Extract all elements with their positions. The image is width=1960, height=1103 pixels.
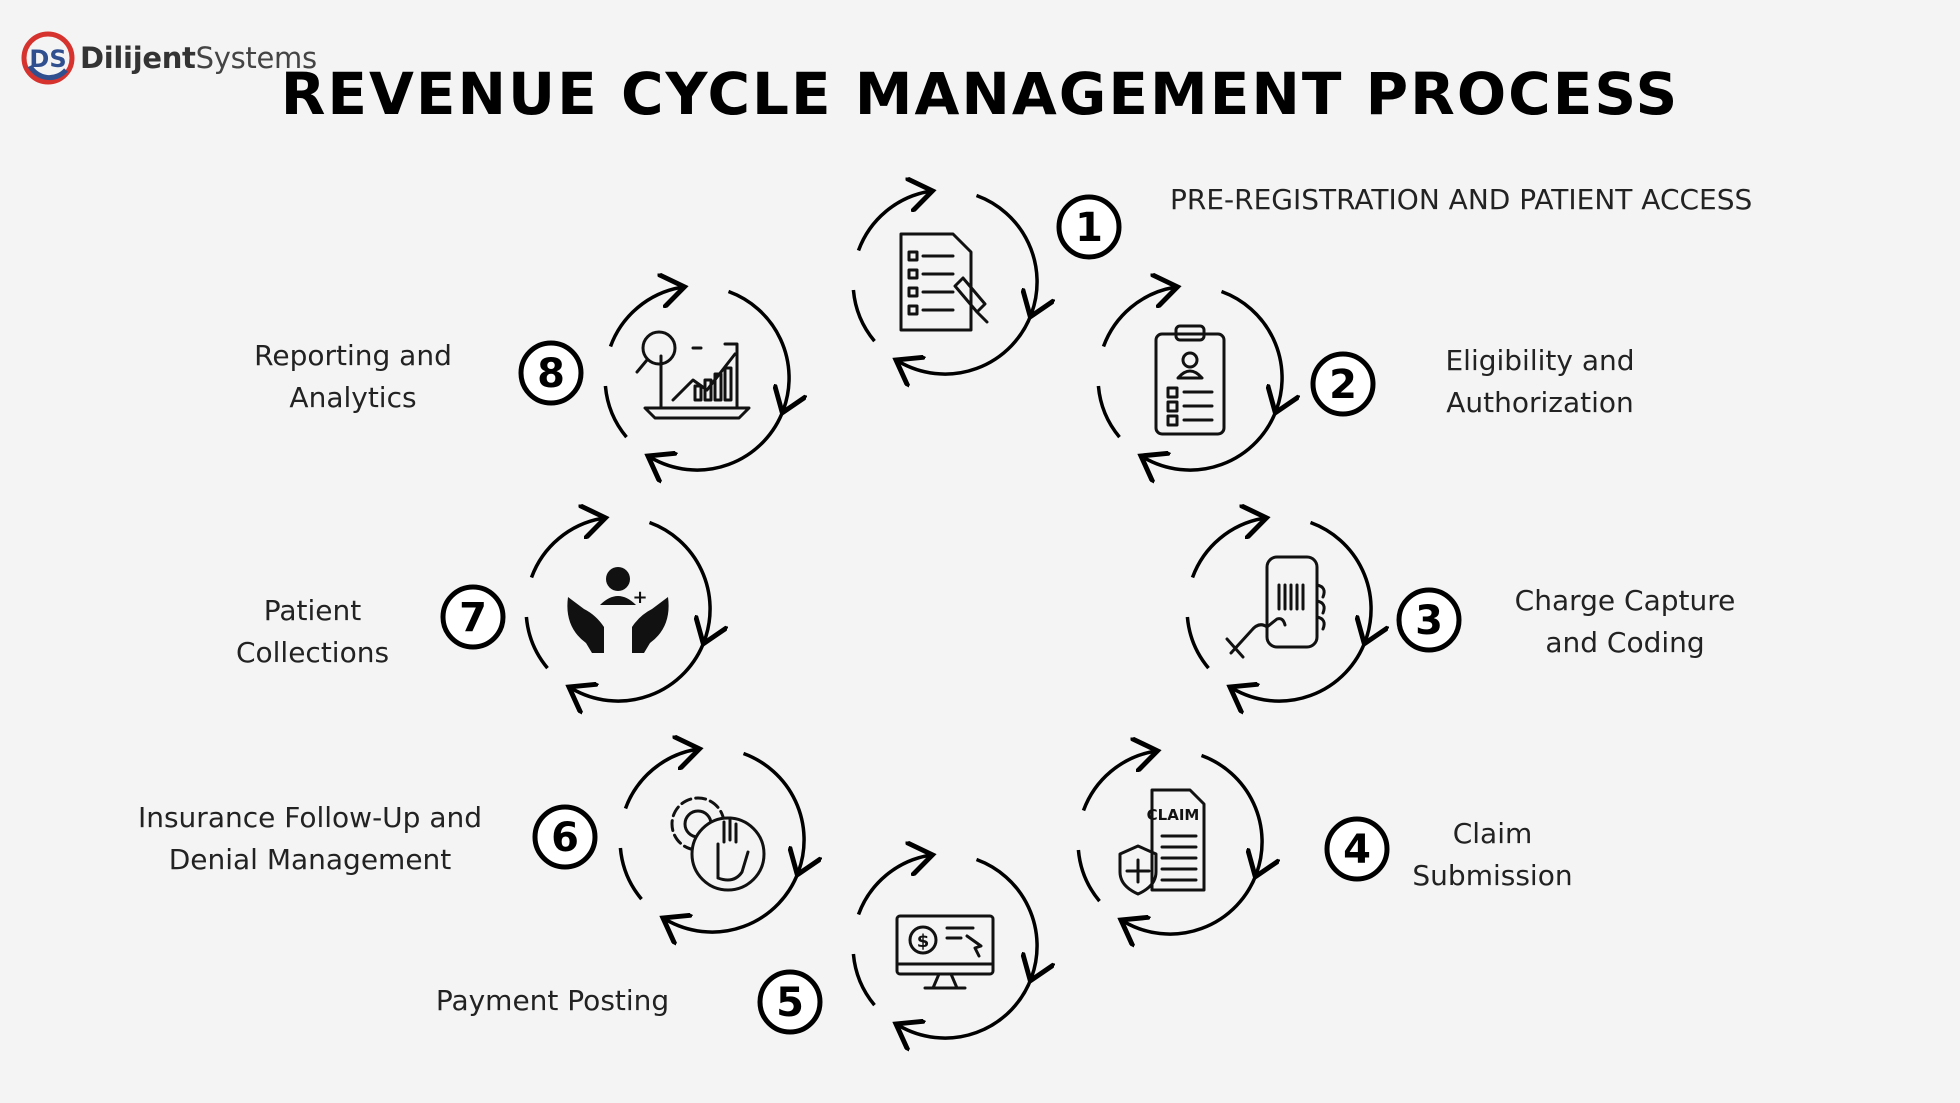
step-label-4: Claim Submission — [1412, 817, 1573, 892]
arrow-arc-5-3 — [899, 976, 1034, 1039]
step-number: 6 — [551, 815, 579, 861]
step-label-8: Reporting and Analytics — [254, 339, 452, 414]
arrow-arc-6-4 — [618, 847, 643, 901]
arrow-arc-8-2 — [727, 289, 790, 410]
brand-name-bold: Dilijent — [80, 41, 196, 75]
step-label-7: Patient Collections — [235, 594, 390, 669]
arrow-arc-8-3 — [651, 408, 786, 471]
arrow-arc-8-1 — [608, 287, 682, 348]
step-number: 3 — [1415, 598, 1443, 644]
hand-phone-barcode-icon — [1225, 555, 1326, 659]
arrow-arc-7-4 — [524, 616, 549, 670]
arrow-arc-2-3 — [1144, 408, 1279, 471]
arrow-arc-7-3 — [572, 639, 707, 702]
step-label-2: Eligibility and Authorization — [1445, 344, 1635, 419]
claim-icon-text: CLAIM — [1147, 806, 1200, 824]
arrow-arc-2-4 — [1096, 385, 1121, 439]
svg-text:+: + — [632, 587, 647, 608]
arrow-arc-6-2 — [742, 751, 805, 872]
arrow-arc-4-1 — [1081, 751, 1155, 812]
monitor-payment-icon: $ — [895, 914, 995, 990]
step-number-badge-5: 5 — [757, 969, 823, 1035]
cycle-ring-step-6 — [618, 749, 805, 933]
step-label-5: Payment Posting — [435, 984, 670, 1017]
step-number-badge-8: 8 — [518, 340, 584, 406]
cycle-ring-step-8 — [603, 287, 790, 471]
step-number: 1 — [1075, 205, 1103, 251]
step-number-badge-7: 7 — [440, 584, 506, 650]
arrow-arc-5-1 — [856, 855, 930, 916]
arrow-arc-7-2 — [648, 520, 711, 641]
page-title: REVENUE CYCLE MANAGEMENT PROCESS — [280, 60, 1680, 128]
cycle-ring-step-1 — [851, 191, 1038, 375]
cycle-ring-step-4 — [1076, 751, 1263, 935]
document-checklist-pen-icon — [899, 232, 989, 332]
arrow-arc-3-2 — [1309, 520, 1372, 641]
step-label-6: Insurance Follow-Up and Denial Managemen… — [137, 801, 483, 876]
arrow-arc-5-4 — [851, 953, 876, 1007]
arrow-arc-2-1 — [1101, 287, 1175, 348]
arrow-arc-1-2 — [975, 193, 1038, 314]
arrow-arc-4-2 — [1200, 753, 1263, 874]
hands-person-plus-icon: + — [567, 567, 669, 653]
step-number-badge-6: 6 — [532, 804, 598, 870]
arrow-arc-7-1 — [529, 518, 603, 579]
arrow-arc-4-4 — [1076, 849, 1101, 903]
step-number-badge-2: 2 — [1310, 351, 1376, 417]
arrow-arc-3-1 — [1190, 518, 1264, 579]
arrow-arc-4-3 — [1124, 872, 1259, 935]
svg-text:$: $ — [917, 931, 930, 952]
cycle-ring-step-3 — [1185, 518, 1372, 702]
step-number: 4 — [1343, 827, 1371, 873]
step-number-badge-3: 3 — [1396, 587, 1462, 653]
arrow-arc-2-2 — [1220, 289, 1283, 410]
brand-logo: DS DilijentSystems — [20, 30, 317, 86]
arrow-arc-5-2 — [975, 857, 1038, 978]
step-number-badge-1: 1 — [1056, 194, 1122, 260]
brand-name: DilijentSystems — [80, 41, 317, 75]
arrow-arc-1-4 — [851, 289, 876, 343]
step-number-badge-4: 4 — [1324, 816, 1390, 882]
clipboard-person-checklist-icon — [1154, 324, 1226, 436]
step-number: 7 — [459, 595, 487, 641]
step-number: 2 — [1329, 362, 1357, 408]
cycle-ring-step-2 — [1096, 287, 1283, 471]
arrow-arc-1-3 — [899, 312, 1034, 375]
step-label-3: Charge Capture and Coding — [1514, 584, 1736, 659]
step-number: 5 — [776, 980, 804, 1026]
arrow-arc-6-1 — [623, 749, 697, 810]
ds-logo-icon: DS — [21, 31, 75, 85]
step-number: 8 — [537, 351, 565, 397]
cycle-ring-step-5 — [851, 855, 1038, 1039]
arrow-arc-8-4 — [603, 385, 628, 439]
cycle-ring-step-7 — [524, 518, 711, 702]
laptop-growth-chart-icon — [635, 330, 751, 420]
gear-stop-hand-icon — [670, 796, 766, 892]
brand-name-light: Systems — [195, 41, 317, 75]
arrow-arc-6-3 — [666, 870, 801, 933]
arrow-arc-3-4 — [1185, 616, 1210, 670]
svg-text:DS: DS — [29, 45, 66, 73]
claim-document-shield-icon: CLAIM — [1118, 788, 1206, 896]
arrow-arc-1-1 — [856, 191, 930, 252]
arrow-arc-3-3 — [1233, 639, 1368, 702]
step-label-1: PRE-REGISTRATION AND PATIENT ACCESS — [1170, 183, 1753, 216]
